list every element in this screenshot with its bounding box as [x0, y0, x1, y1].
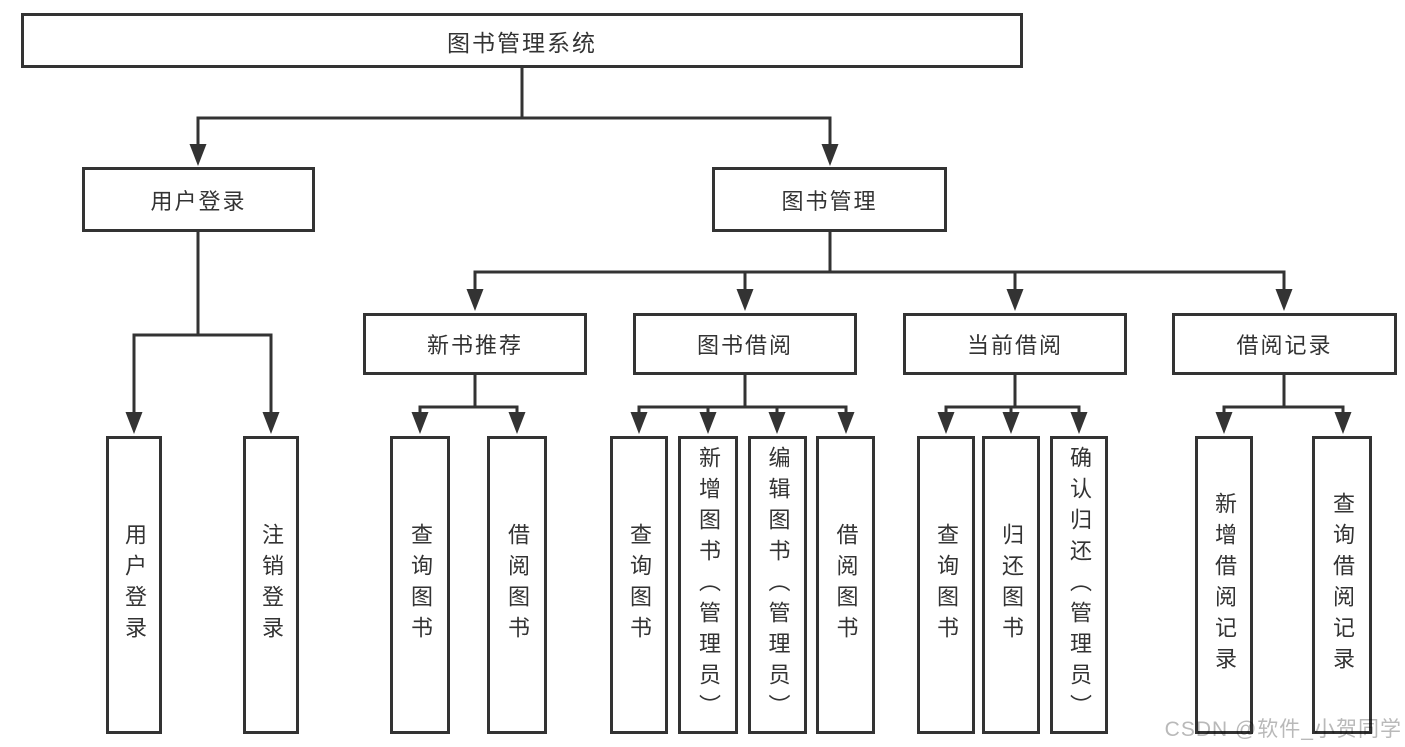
node-user-login: 用户登录	[82, 167, 315, 232]
node-current-borrowing-label: 当前借阅	[966, 333, 1063, 358]
node-book-borrowing: 图书借阅	[633, 313, 857, 375]
leaf-query-books-recommend-label: 查询图书	[408, 523, 433, 647]
leaf-add-books-admin: 新增图书（管理员）	[678, 436, 738, 734]
leaf-logout: 注销登录	[243, 436, 299, 734]
node-new-book-recommendation: 新书推荐	[363, 313, 587, 375]
leaf-query-borrow-record-label: 查询借阅记录	[1330, 492, 1355, 678]
node-current-borrowing: 当前借阅	[903, 313, 1127, 375]
leaf-add-books-admin-label: 新增图书（管理员）	[696, 445, 721, 725]
node-book-management-label: 图书管理	[781, 188, 878, 214]
leaf-edit-books-admin: 编辑图书（管理员）	[748, 436, 807, 734]
leaf-user-login-label: 用户登录	[122, 523, 147, 647]
csdn-watermark: CSDN @软件_小贺同学	[1164, 718, 1402, 741]
node-user-login-label: 用户登录	[150, 188, 247, 214]
leaf-add-borrow-record-label: 新增借阅记录	[1212, 492, 1237, 678]
node-root-label: 图书管理系统	[447, 29, 597, 56]
arrowhead-icons	[125, 144, 1352, 434]
leaf-query-books-recommend: 查询图书	[390, 436, 450, 734]
node-root: 图书管理系统	[21, 13, 1023, 68]
node-borrowing-records-label: 借阅记录	[1236, 333, 1333, 358]
leaf-query-books-borrow-label: 查询图书	[627, 523, 652, 647]
leaf-borrow-books: 借阅图书	[816, 436, 875, 734]
node-borrowing-records: 借阅记录	[1172, 313, 1397, 375]
leaf-return-books: 归还图书	[982, 436, 1040, 734]
leaf-edit-books-admin-label: 编辑图书（管理员）	[765, 445, 791, 725]
leaf-user-login: 用户登录	[106, 436, 162, 734]
leaf-borrow-books-recommend-label: 借阅图书	[505, 523, 530, 647]
leaf-confirm-return-admin: 确认归还（管理员）	[1050, 436, 1108, 734]
leaf-query-books-borrow: 查询图书	[610, 436, 668, 734]
leaf-add-borrow-record: 新增借阅记录	[1195, 436, 1253, 734]
leaf-borrow-books-label: 借阅图书	[833, 523, 859, 647]
node-book-management: 图书管理	[712, 167, 947, 232]
leaf-return-books-label: 归还图书	[999, 523, 1024, 647]
node-new-book-recommendation-label: 新书推荐	[426, 333, 523, 358]
leaf-confirm-return-admin-label: 确认归还（管理员）	[1067, 445, 1092, 725]
node-book-borrowing-label: 图书借阅	[696, 333, 793, 358]
leaf-borrow-books-recommend: 借阅图书	[487, 436, 547, 734]
leaf-logout-label: 注销登录	[259, 523, 284, 647]
leaf-query-books-current-label: 查询图书	[934, 523, 959, 647]
leaf-query-books-current: 查询图书	[917, 436, 975, 734]
leaf-query-borrow-record: 查询借阅记录	[1312, 436, 1372, 734]
